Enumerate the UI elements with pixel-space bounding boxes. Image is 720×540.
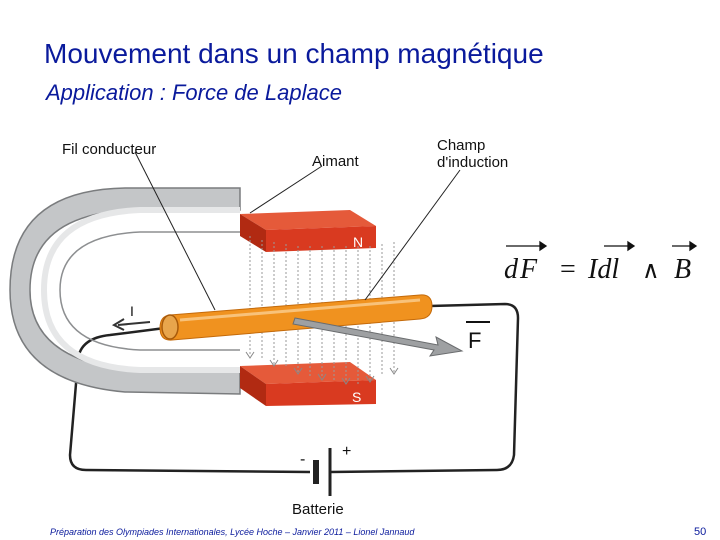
label-wire: Fil conducteur (62, 141, 156, 158)
formula-wedge: ∧ (642, 256, 660, 284)
north-pole-front (240, 214, 266, 252)
label-battery: Batterie (292, 501, 344, 518)
magnet-grey-face (40, 207, 240, 373)
leader-magnet (249, 165, 323, 214)
vector-arrows (506, 240, 698, 252)
circuit-wire-left (68, 326, 311, 474)
south-pole-side (266, 380, 376, 406)
south-pole-front (240, 366, 266, 406)
current-arrowhead (111, 318, 125, 331)
formula-B: B (674, 254, 691, 285)
formula-equals: = (560, 254, 576, 285)
pole-north-label: N (353, 234, 363, 250)
circuit-wire (329, 302, 520, 474)
slide-footer: Préparation des Olympiades International… (50, 527, 415, 537)
formula-d: d (504, 254, 519, 285)
label-magnet: Aimant (312, 153, 360, 170)
slide-subtitle: Application : Force de Laplace (46, 80, 342, 105)
force-arrow (292, 317, 464, 357)
battery-plus: + (342, 443, 351, 460)
current-arrow (117, 321, 151, 326)
conductor-rod-end (161, 314, 179, 340)
current-label: I (130, 303, 134, 319)
laplace-formula: d F Idl B = ∧ (504, 240, 698, 285)
label-field-line2: d'induction (437, 154, 508, 171)
north-pole-top (240, 210, 376, 230)
page-number: 50 (694, 526, 707, 538)
leader-field (364, 169, 461, 301)
slide-title: Mouvement dans un champ magnétique (44, 38, 544, 69)
leader-wire (134, 151, 216, 311)
battery-minus: - (300, 451, 305, 468)
north-pole-side (266, 226, 376, 252)
magnet-grey-inner (59, 231, 240, 351)
formula-F: F (519, 254, 538, 285)
conductor-rod (159, 294, 433, 341)
force-label: F (468, 328, 481, 353)
label-field-line1: Champ (437, 137, 485, 154)
pole-south-label: S (352, 389, 361, 405)
formula-idl: Idl (587, 254, 619, 285)
conductor-highlight (179, 298, 421, 322)
field-arrowheads (245, 351, 399, 385)
